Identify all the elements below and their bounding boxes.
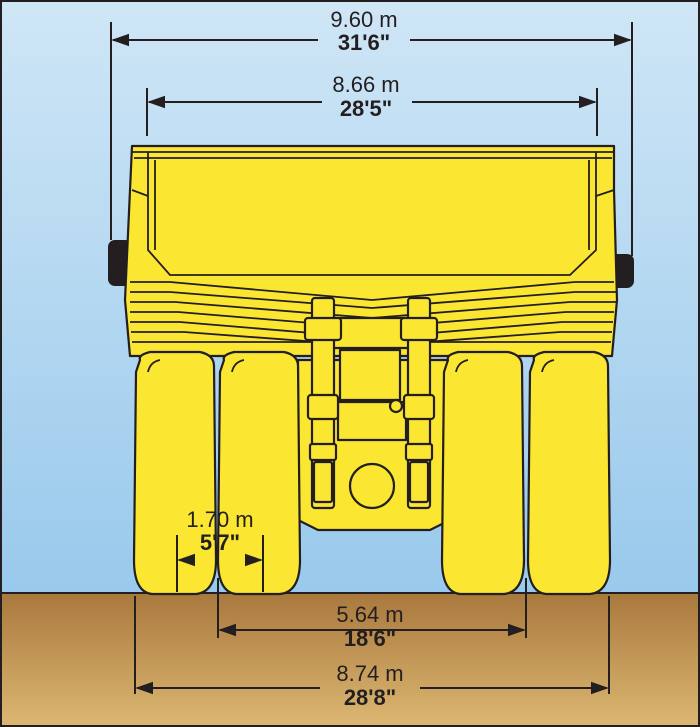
dimension-body-width: 8.66 m 28'5" [146,72,598,136]
dimension-inner-track: 5.64 m 18'6" [217,578,527,651]
differential-housing [348,462,396,510]
dimension-tire-width: 1.70 m 5'7" [176,507,264,592]
ground [1,593,699,726]
chassis [296,296,452,532]
dump-body [123,144,619,358]
haul-truck-front-view [108,144,634,596]
body-width-metric: 8.66 m [332,72,399,97]
inner-track-imperial: 18'6" [344,626,396,651]
overall-width-metric: 9.60 m [330,7,397,32]
overall-width-imperial: 31'6" [338,30,390,55]
right-inner-tire [440,350,526,596]
tire-width-imperial: 5'7" [200,530,240,555]
left-outer-tire [132,350,218,596]
body-width-imperial: 28'5" [340,96,392,121]
dimension-outer-track: 8.74 m 28'8" [134,596,610,710]
outer-track-imperial: 28'8" [344,685,396,710]
left-inner-tire [216,350,302,596]
inner-track-metric: 5.64 m [336,602,403,627]
tire-width-metric: 1.70 m [186,507,253,532]
right-outer-tire [526,350,612,596]
hitch-pin [388,398,404,414]
dimension-overall-width: 9.60 m 31'6" [110,7,633,256]
outer-track-metric: 8.74 m [336,661,403,686]
